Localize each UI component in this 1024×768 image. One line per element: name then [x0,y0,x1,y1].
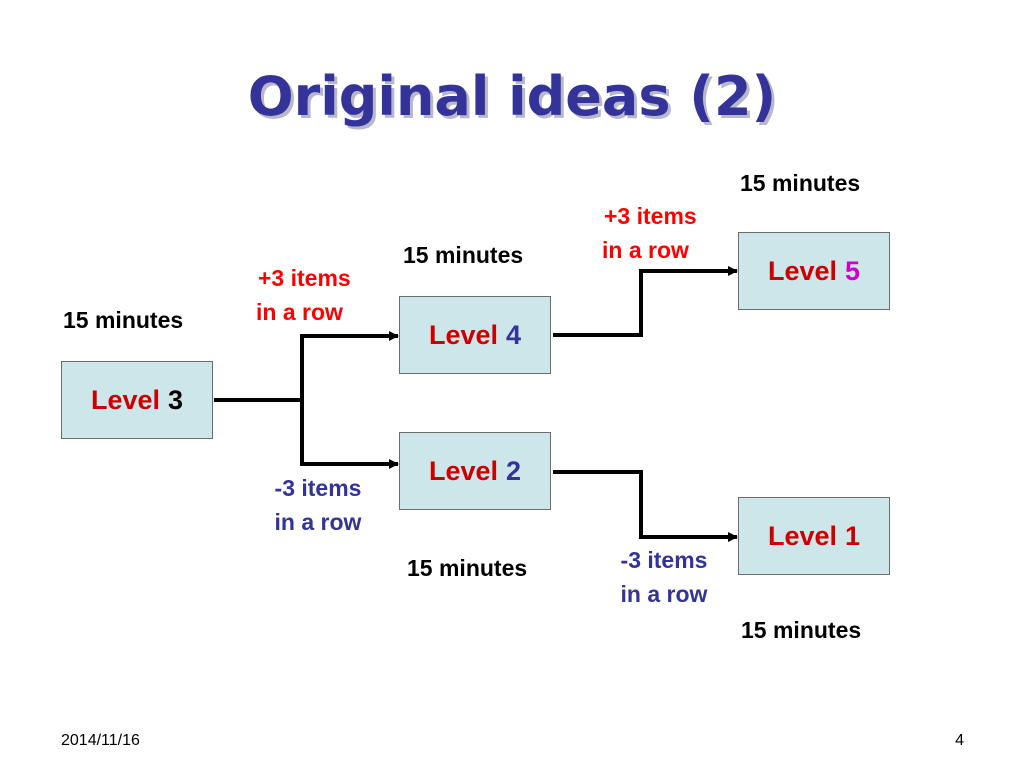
level-number: 3 [168,384,184,415]
level-number: 4 [506,319,522,350]
level-5-box: Level 5 [738,232,890,310]
level-2-box: Level 2 [399,432,551,510]
level-number: 1 [845,520,861,551]
connector-level3-to-level2 [300,400,399,469]
promote-label-line1: +3 items [258,265,351,291]
footer-page-number: 4 [955,732,964,749]
promote-label-to-level-4: +3 items in a row [256,261,351,329]
demote-label-line1: -3 items [274,475,362,501]
demote-label-line2: in a row [620,581,708,607]
level-1-box: Level 1 [738,497,890,575]
level-3-box: Level 3 [61,361,213,439]
demote-label-to-level-2: -3 items in a row [260,471,376,539]
level-word: Level [428,455,498,486]
level-word: Level [90,384,160,415]
duration-label-level-5: 15 minutes [740,170,861,196]
promote-label-line2: in a row [256,299,343,325]
level-word: Level [767,255,837,286]
level-4-box: Level 4 [399,296,551,374]
demote-label-line1: -3 items [620,547,708,573]
connector-level2-to-level1 [553,470,738,542]
connector-level4-to-level5 [553,266,738,337]
slide-title: Original ideas (2) [247,65,777,128]
promote-label-line2: in a row [602,237,689,263]
level-number: 2 [506,455,522,486]
promote-label-to-level-5: +3 items in a row [602,199,697,267]
level-word: Level [428,319,498,350]
duration-label-level-2: 15 minutes [407,555,528,581]
demote-label-to-level-1: -3 items in a row [606,543,722,611]
promote-label-line1: +3 items [604,203,697,229]
demote-label-line2: in a row [274,509,362,535]
footer-date: 2014/11/16 [61,732,140,749]
connector-level3-to-level4 [214,331,399,402]
duration-label-level-1: 15 minutes [741,617,862,643]
level-word: Level [767,520,837,551]
duration-label-level-4: 15 minutes [403,242,524,268]
duration-label-level-3: 15 minutes [63,307,184,333]
level-number: 5 [845,255,861,286]
